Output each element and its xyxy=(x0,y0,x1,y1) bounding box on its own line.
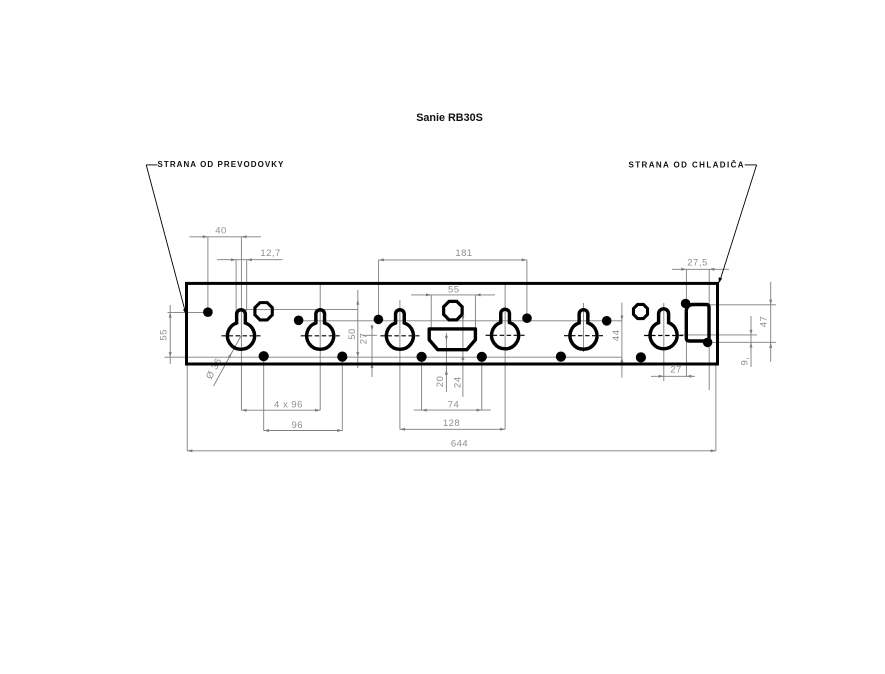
svg-text:181: 181 xyxy=(455,248,472,259)
svg-text:20: 20 xyxy=(435,376,446,388)
svg-text:27: 27 xyxy=(670,365,682,376)
svg-text:55: 55 xyxy=(158,329,169,341)
svg-text:96: 96 xyxy=(292,420,304,431)
svg-text:50: 50 xyxy=(347,328,358,340)
svg-text:47: 47 xyxy=(758,316,769,328)
svg-text:4 x 96: 4 x 96 xyxy=(274,400,303,411)
svg-text:12,7: 12,7 xyxy=(260,248,281,259)
svg-text:9,: 9, xyxy=(739,357,750,366)
svg-text:STRANA OD PREVODOVKY: STRANA OD PREVODOVKY xyxy=(158,160,285,169)
svg-text:44: 44 xyxy=(611,330,622,342)
svg-text:STRANA OD CHLADIČA: STRANA OD CHLADIČA xyxy=(629,160,745,169)
svg-text:55: 55 xyxy=(448,285,460,296)
svg-text:74: 74 xyxy=(448,399,460,410)
svg-text:128: 128 xyxy=(443,418,460,429)
svg-text:27: 27 xyxy=(359,333,370,345)
svg-text:40: 40 xyxy=(215,225,227,236)
svg-text:Sanie RB30S: Sanie RB30S xyxy=(416,112,483,124)
svg-text:24: 24 xyxy=(452,376,463,388)
svg-text:644: 644 xyxy=(451,438,468,449)
svg-text:27,5: 27,5 xyxy=(687,258,708,269)
